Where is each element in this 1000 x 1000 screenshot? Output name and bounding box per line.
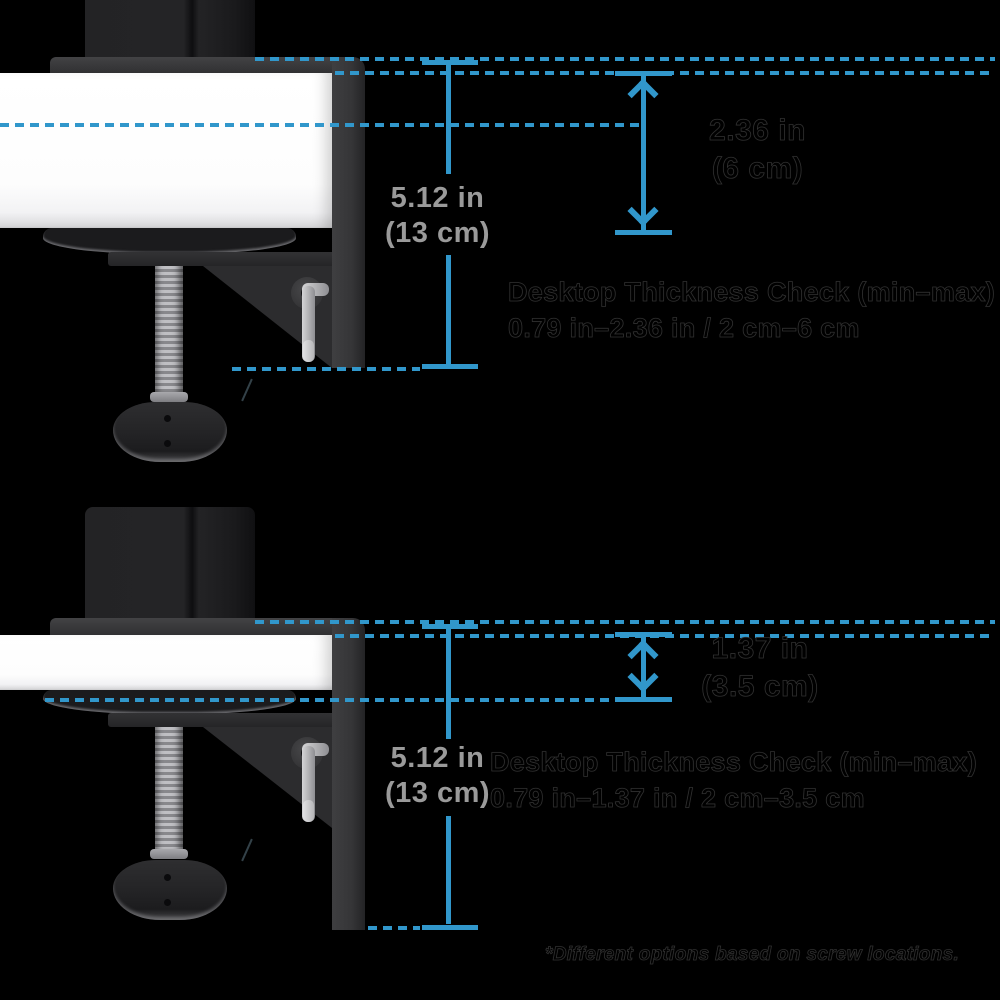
spec-text: Desktop Thickness Check (min–max) 0.79 i… bbox=[508, 274, 996, 346]
knob-hole bbox=[164, 440, 171, 447]
clamp-arm-pad bbox=[43, 690, 296, 714]
clamp-top-plate bbox=[50, 57, 332, 73]
dashed-guide-desk-top bbox=[255, 620, 995, 624]
dashed-guide-desk-top bbox=[255, 57, 995, 61]
clamp-screw bbox=[155, 721, 183, 851]
clamp-height-label: 5.12 in (13 cm) bbox=[380, 741, 495, 811]
clamp-height-cap-bottom bbox=[422, 925, 478, 930]
hex-key-tip bbox=[303, 340, 314, 362]
spec-title: Desktop Thickness Check (min–max) bbox=[508, 277, 996, 308]
clamp-height-value: 5.12 in bbox=[390, 742, 485, 774]
dashed-guide-clamp-bottom bbox=[368, 926, 420, 930]
reflection-glint bbox=[241, 378, 253, 402]
thickness-cap-top bbox=[615, 71, 672, 76]
knob-hole bbox=[164, 899, 171, 906]
clamp-bracket-arm bbox=[108, 252, 332, 266]
thickness-arrow-line bbox=[641, 637, 646, 698]
thickness-value: 2.36 in bbox=[709, 114, 806, 148]
clamp-height-line-upper bbox=[446, 62, 451, 174]
arrowhead-down-icon bbox=[627, 661, 659, 693]
mounting-pole bbox=[85, 0, 255, 60]
clamp-height-metric: (13 cm) bbox=[384, 217, 491, 249]
dashed-guide-slab-bottom bbox=[45, 698, 612, 702]
screw-collar bbox=[150, 392, 188, 402]
spec-text: Desktop Thickness Check (min–max) 0.79 i… bbox=[490, 744, 978, 816]
thickness-cap-bottom bbox=[615, 230, 672, 235]
dashed-guide-clamp-bottom bbox=[232, 367, 420, 371]
clamp-height-cap-bottom bbox=[422, 364, 478, 369]
spec-range: 0.79 in–2.36 in / 2 cm–6 cm bbox=[508, 313, 860, 344]
reflection-glint bbox=[241, 838, 253, 862]
desk-slab bbox=[0, 73, 332, 228]
thickness-label: 2.36 in (6 cm) bbox=[690, 112, 825, 188]
hex-key-tip bbox=[303, 800, 314, 822]
footnote: *Different options based on screw locati… bbox=[545, 944, 960, 966]
desk-slab bbox=[0, 635, 332, 690]
dashed-guide-min-depth bbox=[0, 123, 640, 127]
thickness-label: 1.37 in (3.5 cm) bbox=[690, 630, 830, 706]
clamp-height-line-upper bbox=[446, 627, 451, 739]
clamp-screw bbox=[155, 260, 183, 394]
screw-knob bbox=[113, 402, 227, 462]
thickness-metric: (3.5 cm) bbox=[701, 670, 819, 704]
arrowhead-down-icon bbox=[627, 195, 659, 227]
mounting-pole bbox=[85, 507, 255, 619]
screw-knob bbox=[113, 860, 227, 920]
spec-title: Desktop Thickness Check (min–max) bbox=[490, 747, 978, 778]
knob-hole bbox=[164, 874, 171, 881]
clamp-bracket-arm bbox=[108, 713, 332, 727]
spec-range: 0.79 in–1.37 in / 2 cm–3.5 cm bbox=[490, 783, 865, 814]
knob-hole bbox=[164, 415, 171, 422]
clamp-arm-pad bbox=[43, 228, 296, 254]
arrowhead-up-icon bbox=[627, 78, 659, 110]
thickness-metric: (6 cm) bbox=[711, 152, 804, 186]
thickness-cap-bottom bbox=[615, 697, 672, 702]
clamp-height-label: 5.12 in (13 cm) bbox=[380, 181, 495, 251]
clamp-height-metric: (13 cm) bbox=[384, 777, 491, 809]
clamp-back-plate bbox=[332, 57, 365, 368]
screw-collar bbox=[150, 849, 188, 859]
clamp-height-line-lower bbox=[446, 255, 451, 365]
clamp-height-value: 5.12 in bbox=[390, 182, 485, 214]
clamp-back-plate bbox=[332, 618, 365, 930]
thickness-arrow-line bbox=[641, 76, 646, 230]
thickness-cap-top bbox=[615, 632, 672, 637]
clamp-height-line-lower bbox=[446, 816, 451, 924]
clamp-height-cap-top bbox=[422, 624, 478, 629]
thickness-value: 1.37 in bbox=[711, 632, 809, 666]
